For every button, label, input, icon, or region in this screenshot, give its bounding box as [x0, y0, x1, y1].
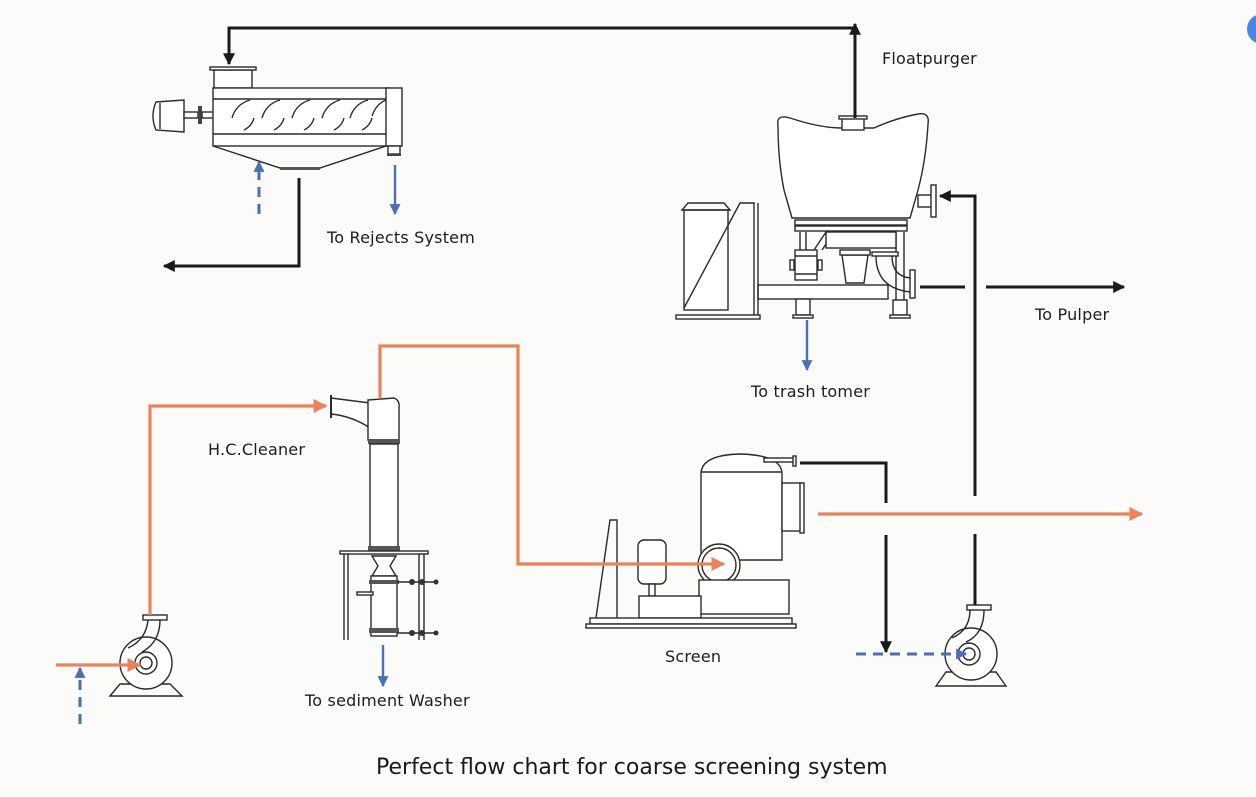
dilution-pump — [934, 604, 1008, 687]
rejects-separator — [152, 66, 403, 170]
hc-cleaner-label: H.C.Cleaner — [208, 440, 306, 459]
cleaner-to-screen-flow — [378, 344, 726, 571]
screen-label: Screen — [665, 647, 722, 666]
hc-cleaner — [330, 395, 439, 640]
motor-icon — [152, 99, 185, 133]
screen-reject-line — [800, 461, 886, 652]
water-flow-lines — [74, 160, 968, 724]
corner-badge — [1247, 14, 1256, 44]
floatpurger-to-separator — [223, 26, 857, 118]
floatpurger-label: Floatpurger — [882, 49, 977, 68]
screw-flights — [231, 99, 387, 131]
pump-to-floatpurger — [940, 196, 977, 605]
pump-to-cleaner-flow — [148, 399, 328, 615]
floatpurger — [675, 113, 937, 320]
stock-flow-lines — [56, 344, 1144, 672]
feed-pump — [108, 614, 184, 697]
diagram-caption: Perfect flow chart for coarse screening … — [376, 755, 888, 780]
separator-outlet — [162, 178, 301, 272]
to-sediment-label: To sediment Washer — [305, 691, 470, 710]
reject-flow-lines — [162, 22, 1126, 652]
screen — [585, 453, 805, 629]
to-trash-label: To trash tomer — [751, 382, 871, 401]
to-rejects-label: To Rejects System — [327, 228, 476, 247]
to-pulper-label: To Pulper — [1035, 305, 1110, 324]
